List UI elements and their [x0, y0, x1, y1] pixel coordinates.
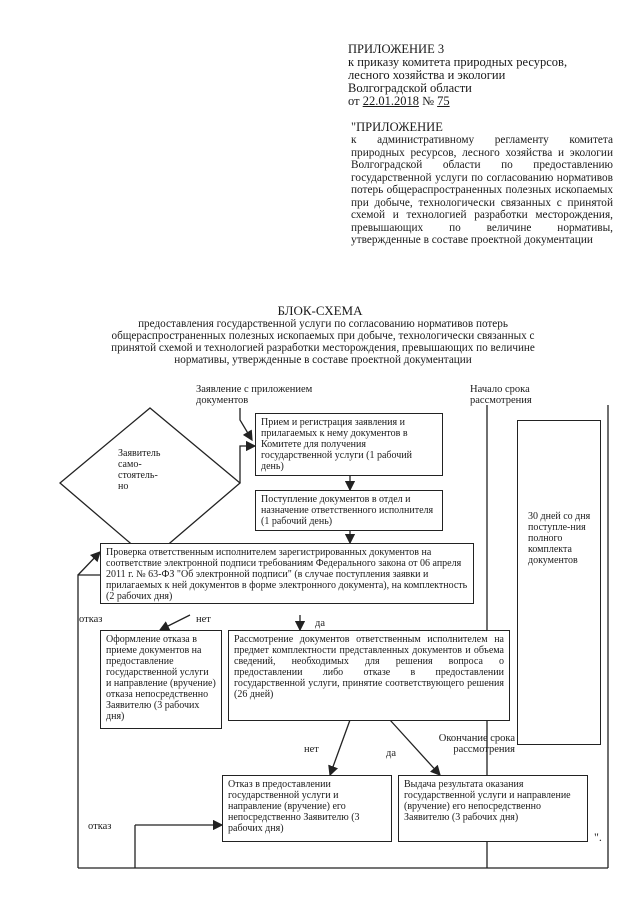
no-label-2: нет — [304, 744, 319, 755]
appendix3-line-2: лесного хозяйства и экологии — [348, 68, 506, 82]
review-box: Рассмотрение документов ответственным ис… — [228, 630, 510, 721]
appendix3-block: ПРИЛОЖЕНИЕ 3 к приказу комитета природны… — [348, 43, 618, 108]
refusal-reception-box: Оформление отказа в приеме документов на… — [100, 630, 222, 729]
yes-label-2: да — [386, 748, 397, 759]
order-date: 22.01.2018 — [362, 94, 419, 108]
reception-box: Прием и регистрация заявления и прилагае… — [255, 413, 443, 476]
appendix3-line-3: Волгоградской области — [348, 81, 472, 95]
appendix-title: "ПРИЛОЖЕНИЕ — [351, 120, 443, 134]
appendix3-date-line: от 22.01.2018 № 75 — [348, 95, 618, 108]
appendix3-title: ПРИЛОЖЕНИЕ 3 — [348, 42, 445, 56]
refusal-bottom-label: отказ — [88, 821, 112, 832]
check-box: Проверка ответственным исполнителем заре… — [100, 543, 474, 604]
scheme-subtitle: предоставления государственной услуги по… — [111, 318, 535, 366]
appendix-text: к административному регламенту комитета … — [351, 134, 613, 246]
refusal-service-box: Отказ в предоставлении государственной у… — [222, 775, 392, 842]
number-sign: № — [422, 94, 434, 108]
result-box: Выдача результата оказания государственн… — [398, 775, 588, 842]
appendix-block: "ПРИЛОЖЕНИЕ к административному регламен… — [351, 121, 613, 247]
appendix3-line-1: к приказу комитета природных ресурсов, — [348, 55, 568, 69]
refusal-left-label: отказ — [79, 614, 103, 625]
yes-label-1: да — [315, 618, 326, 629]
order-number: 75 — [437, 94, 450, 108]
closing-quote: ". — [594, 830, 602, 844]
no-label-1: нет — [196, 614, 211, 625]
applicant-label: Заявитель само-стоятель-но — [118, 448, 161, 492]
start-term-label: Начало срока рассмотрения — [470, 384, 532, 406]
term-box: 30 дней со дня поступле-ния полного комп… — [517, 420, 601, 745]
receipt-box: Поступление документов в отдел и назначе… — [255, 490, 443, 531]
application-label: Заявление с приложением документов — [196, 384, 313, 406]
scheme-title: БЛОК-СХЕМА — [277, 303, 363, 318]
end-term-label: Окончание срока рассмотрения — [438, 733, 515, 755]
date-prefix: от — [348, 94, 360, 108]
